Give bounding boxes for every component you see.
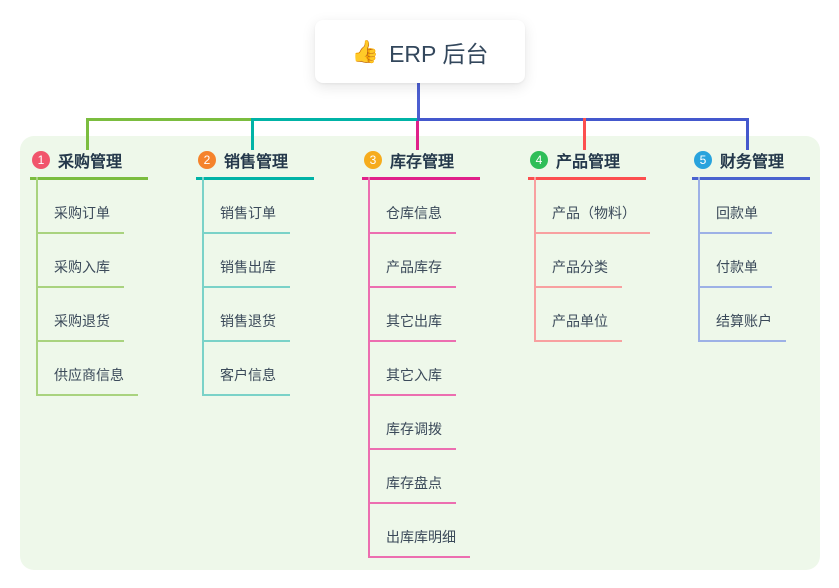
branch-purchase: 1 采购管理 采购订单 采购入库 采购退货 供应商信息 [30, 143, 180, 396]
child-label[interactable]: 销售订单 [202, 203, 290, 234]
branch-label: 库存管理 [390, 154, 455, 171]
child-label[interactable]: 采购入库 [36, 257, 124, 288]
child-node[interactable]: 其它出库 [368, 288, 512, 342]
branch-label: 财务管理 [720, 154, 785, 171]
branch-children: 销售订单 销售出库 销售退货 客户信息 [202, 177, 346, 396]
child-node[interactable]: 销售退货 [202, 288, 346, 342]
root-title: ERP 后台 [389, 40, 489, 67]
connector-drop-product [583, 118, 586, 150]
child-label[interactable]: 库存调拨 [368, 419, 456, 450]
child-label[interactable]: 供应商信息 [36, 365, 138, 396]
child-label[interactable]: 客户信息 [202, 365, 290, 396]
branch-number-badge: 1 [32, 151, 50, 169]
child-node[interactable]: 产品（物料） [534, 180, 678, 234]
child-label[interactable]: 回款单 [698, 203, 772, 234]
child-node[interactable]: 出库库明细 [368, 504, 512, 558]
connector-drop-finance [746, 118, 749, 150]
child-label[interactable]: 其它出库 [368, 311, 456, 342]
child-node[interactable]: 销售出库 [202, 234, 346, 288]
child-label[interactable]: 仓库信息 [368, 203, 456, 234]
child-node[interactable]: 库存盘点 [368, 450, 512, 504]
mindmap-background-panel [20, 136, 820, 570]
branch-number-badge: 5 [694, 151, 712, 169]
branch-label: 销售管理 [224, 154, 289, 171]
child-node[interactable]: 结算账户 [698, 288, 839, 342]
child-label[interactable]: 其它入库 [368, 365, 456, 396]
child-label[interactable]: 销售出库 [202, 257, 290, 288]
child-node[interactable]: 产品单位 [534, 288, 678, 342]
child-label[interactable]: 库存盘点 [368, 473, 456, 504]
child-label[interactable]: 销售退货 [202, 311, 290, 342]
child-label[interactable]: 采购订单 [36, 203, 124, 234]
connector-drop-inventory [416, 121, 419, 150]
child-node[interactable]: 库存调拨 [368, 396, 512, 450]
connector-root-line [417, 83, 420, 118]
child-label[interactable]: 出库库明细 [368, 527, 470, 558]
branch-label: 产品管理 [556, 154, 621, 171]
child-label[interactable]: 产品库存 [368, 257, 456, 288]
child-node[interactable]: 产品库存 [368, 234, 512, 288]
branch-sales: 2 销售管理 销售订单 销售出库 销售退货 客户信息 [196, 143, 346, 396]
connector-drop-sales [251, 118, 254, 150]
branch-children: 采购订单 采购入库 采购退货 供应商信息 [36, 177, 180, 396]
root-node[interactable]: 👍 ERP 后台 [315, 20, 525, 83]
branch-children: 回款单 付款单 结算账户 [698, 177, 839, 342]
child-node[interactable]: 采购退货 [36, 288, 180, 342]
child-label[interactable]: 结算账户 [698, 311, 786, 342]
branch-inventory: 3 库存管理 仓库信息 产品库存 其它出库 其它入库 库存调拨 库存盘点 出库库… [362, 143, 512, 558]
child-label[interactable]: 产品单位 [534, 311, 622, 342]
branch-header-inventory[interactable]: 3 库存管理 [362, 143, 480, 180]
branch-header-product[interactable]: 4 产品管理 [528, 143, 646, 180]
child-node[interactable]: 付款单 [698, 234, 839, 288]
child-node[interactable]: 产品分类 [534, 234, 678, 288]
branch-number-badge: 4 [530, 151, 548, 169]
child-node[interactable]: 客户信息 [202, 342, 346, 396]
child-node[interactable]: 其它入库 [368, 342, 512, 396]
child-label[interactable]: 产品分类 [534, 257, 622, 288]
branch-children: 产品（物料） 产品分类 产品单位 [534, 177, 678, 342]
child-label[interactable]: 采购退货 [36, 311, 124, 342]
child-node[interactable]: 采购入库 [36, 234, 180, 288]
child-label[interactable]: 产品（物料） [534, 203, 650, 234]
thumbs-up-icon: 👍 [351, 38, 380, 64]
branch-header-purchase[interactable]: 1 采购管理 [30, 143, 148, 180]
connector-drop-purchase [86, 118, 89, 150]
connector-bus-teal [253, 118, 417, 121]
branch-number-badge: 3 [364, 151, 382, 169]
child-node[interactable]: 仓库信息 [368, 180, 512, 234]
branch-number-badge: 2 [198, 151, 216, 169]
child-node[interactable]: 回款单 [698, 180, 839, 234]
branch-label: 采购管理 [58, 154, 123, 171]
branch-product: 4 产品管理 产品（物料） 产品分类 产品单位 [528, 143, 678, 342]
child-node[interactable]: 采购订单 [36, 180, 180, 234]
branch-finance: 5 财务管理 回款单 付款单 结算账户 [692, 143, 839, 342]
child-node[interactable]: 供应商信息 [36, 342, 180, 396]
connector-bus-green [86, 118, 253, 121]
child-node[interactable]: 销售订单 [202, 180, 346, 234]
branch-header-finance[interactable]: 5 财务管理 [692, 143, 810, 180]
branch-header-sales[interactable]: 2 销售管理 [196, 143, 314, 180]
branch-children: 仓库信息 产品库存 其它出库 其它入库 库存调拨 库存盘点 出库库明细 [368, 177, 512, 558]
child-label[interactable]: 付款单 [698, 257, 772, 288]
